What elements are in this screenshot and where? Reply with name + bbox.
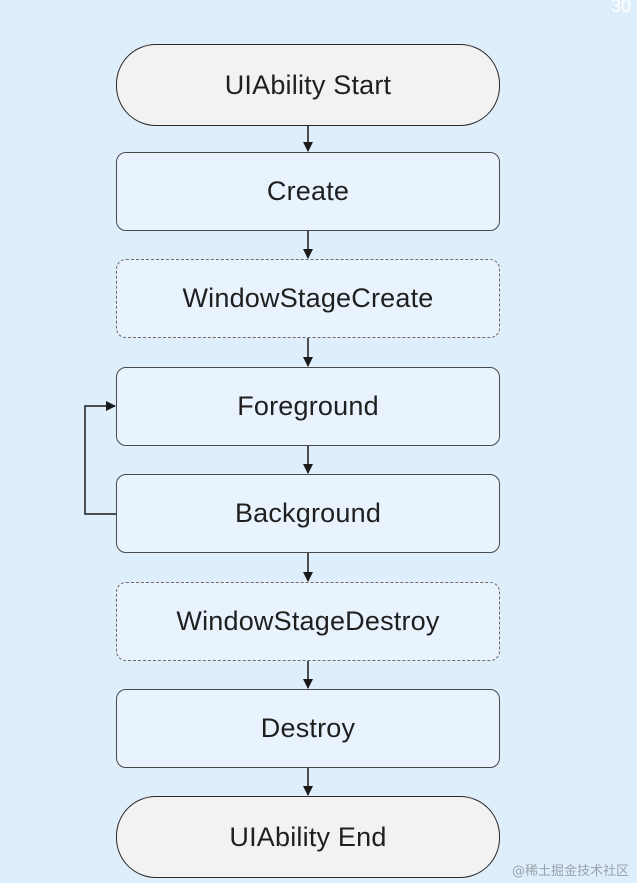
watermark: @稀土掘金技术社区 — [511, 864, 629, 879]
node-foreground: Foreground — [116, 367, 500, 446]
node-uiability-start: UIAbility Start — [116, 44, 500, 126]
node-uiability-end: UIAbility End — [116, 796, 500, 878]
node-create: Create — [116, 152, 500, 231]
corner-number: 30 — [610, 0, 631, 16]
node-window-stage-create: WindowStageCreate — [116, 259, 500, 338]
node-background: Background — [116, 474, 500, 553]
arrow-background-loop-to-foreground — [84, 401, 116, 515]
node-window-stage-destroy: WindowStageDestroy — [116, 582, 500, 661]
node-destroy: Destroy — [116, 689, 500, 768]
